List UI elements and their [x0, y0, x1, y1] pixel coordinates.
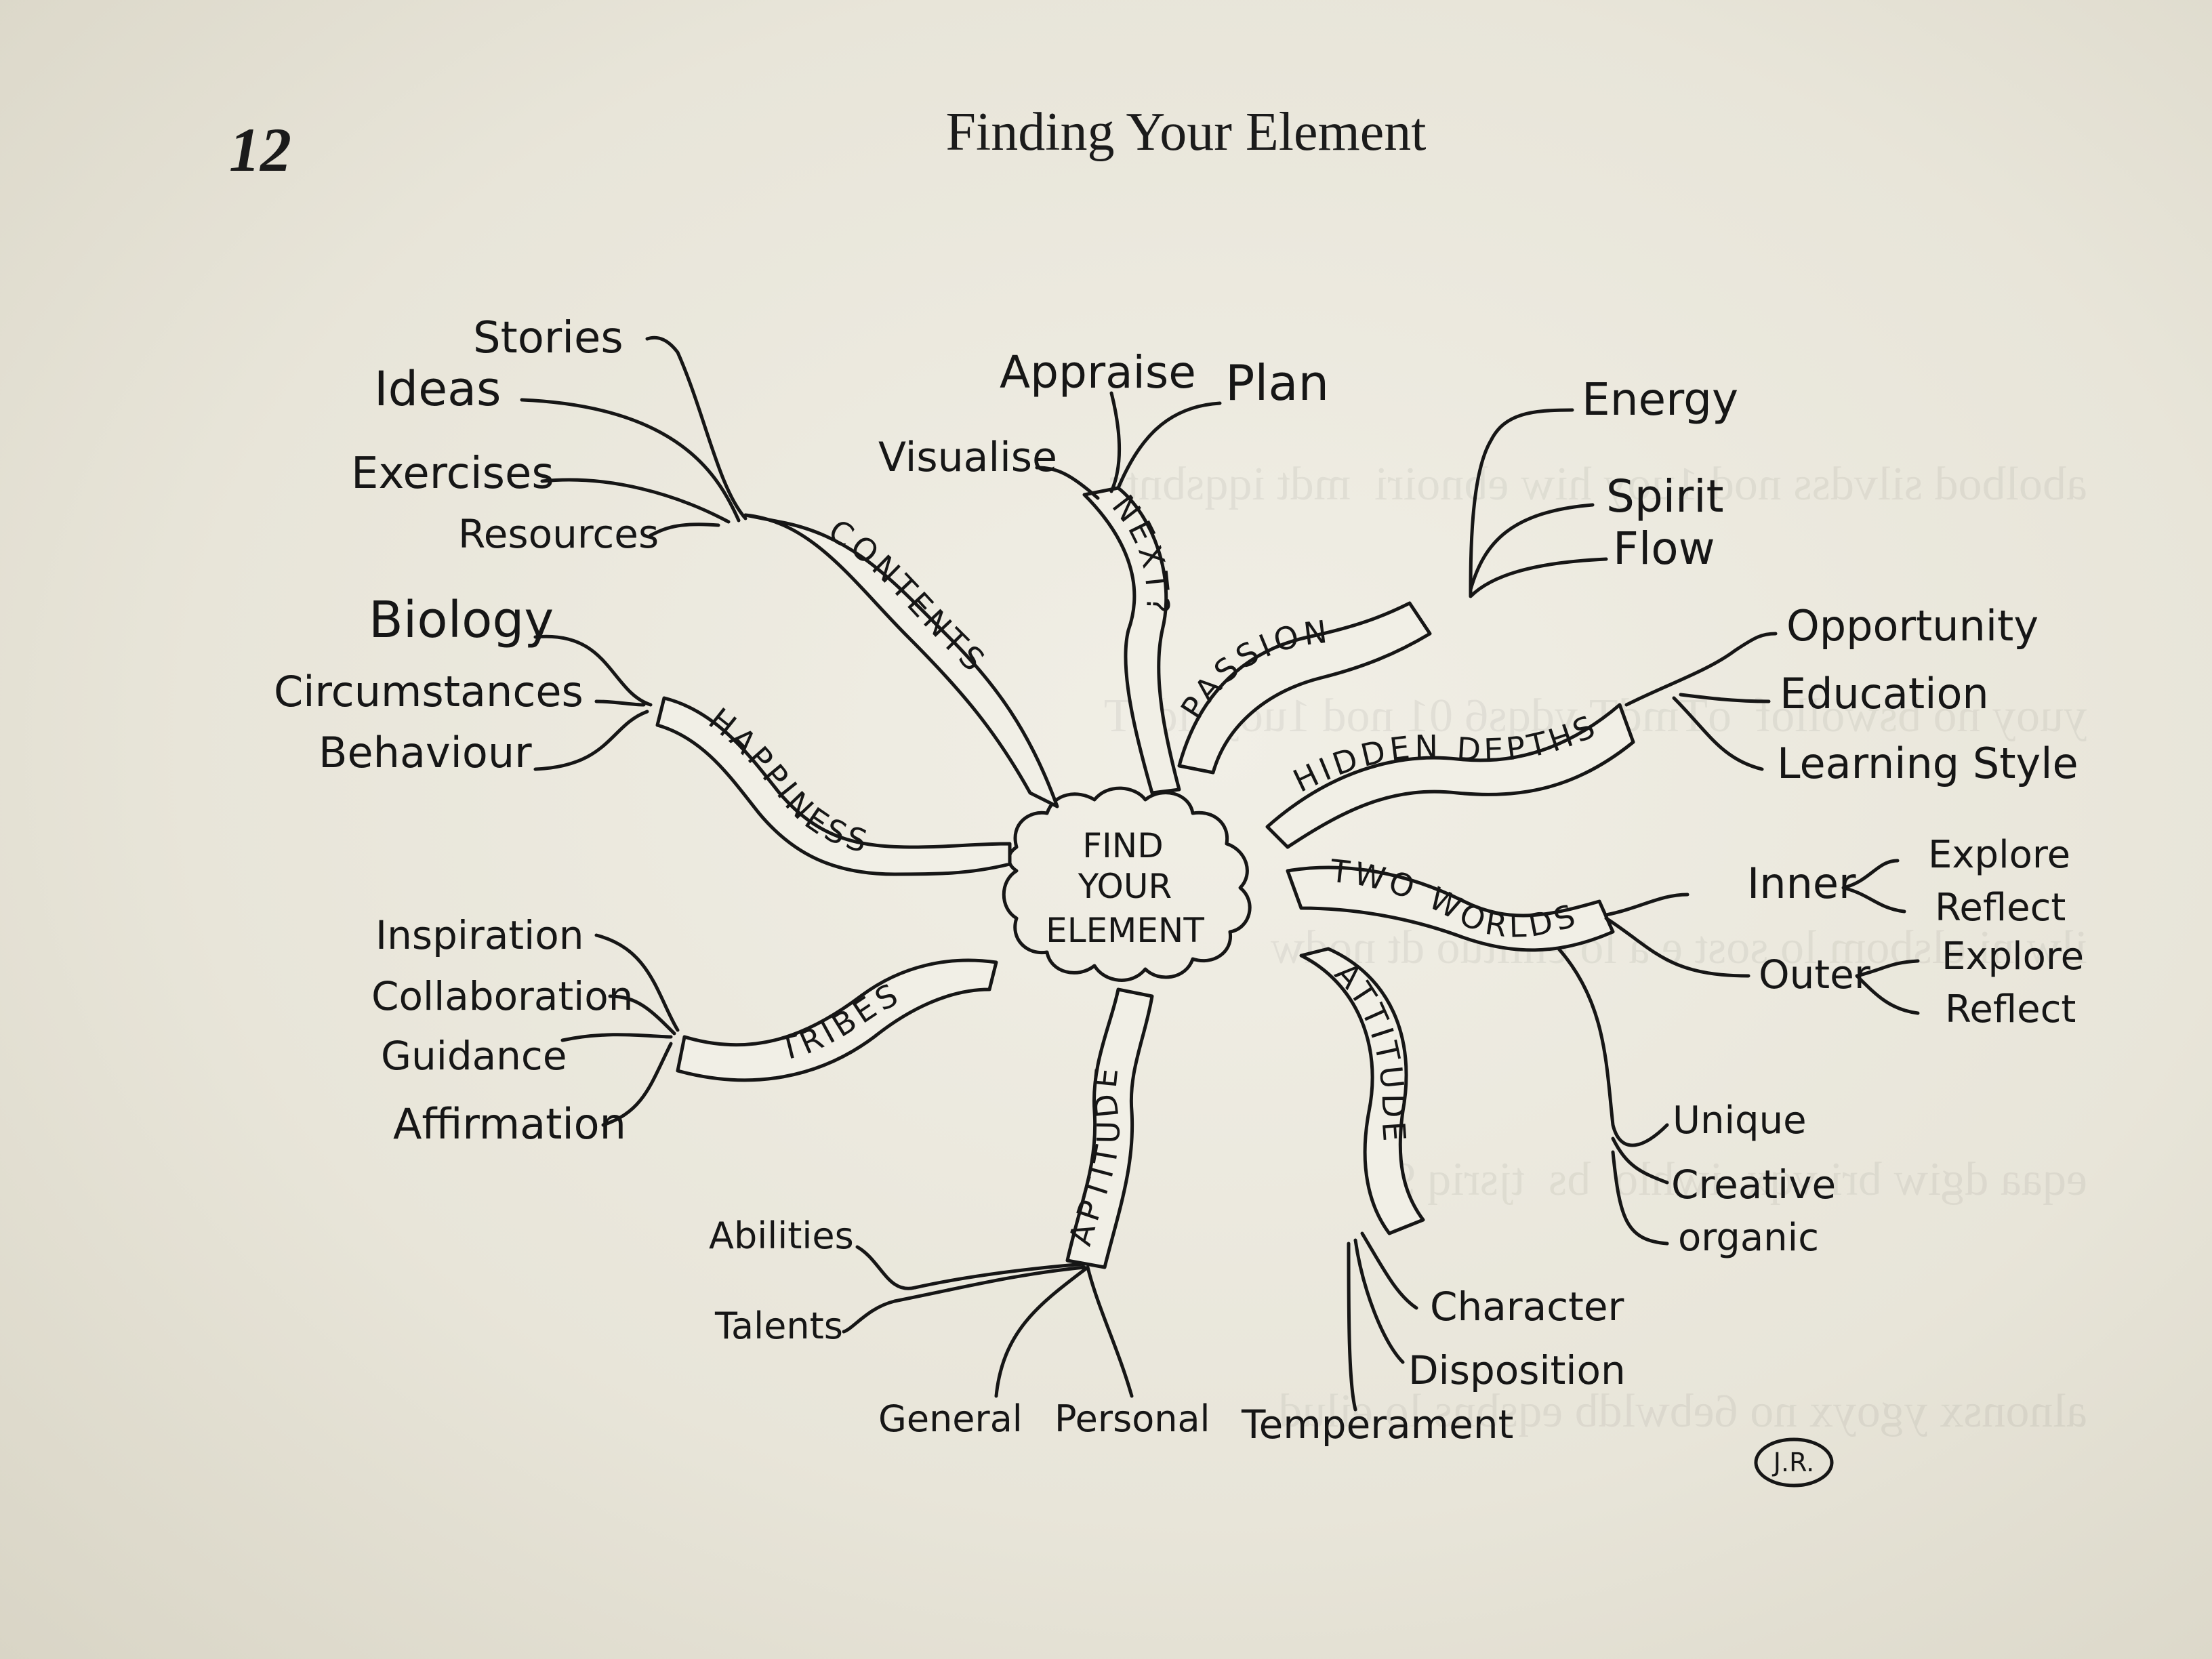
inner-label: Inner	[1747, 859, 1856, 908]
branch-happiness: HAPPINESS Biology Circumstances Behaviou…	[274, 591, 1012, 876]
branch-passion: PASSION Energy Spirit Flow	[1174, 373, 1738, 775]
leaf-guidance: Guidance	[381, 1033, 567, 1079]
branch-two-worlds-ribbon	[1286, 865, 1615, 952]
branch-next: NEXT? Appraise Plan Visualise	[878, 346, 1329, 795]
branch-contents-twigs	[520, 335, 747, 537]
branch-passion-twigs	[1469, 408, 1608, 598]
leaf-inspiration: Inspiration	[375, 912, 584, 958]
signature: J.R.	[1754, 1437, 1834, 1488]
leaf-disposition: Disposition	[1408, 1347, 1626, 1393]
leaf-opportunity: Opportunity	[1786, 601, 2039, 651]
branch-aptitude-ribbon	[1065, 987, 1154, 1269]
leaf-energy: Energy	[1582, 373, 1738, 426]
center-line-1: FIND	[1082, 826, 1163, 865]
leaf-unique: Unique	[1673, 1099, 1807, 1143]
leaf-personal: Personal	[1054, 1397, 1210, 1440]
leaf-resources: Resources	[458, 511, 659, 557]
branch-tribes-ribbon	[676, 958, 998, 1082]
branch-hidden-depths-ribbon	[1265, 703, 1635, 849]
branch-hidden-depths-twigs	[1624, 632, 1778, 771]
leaf-flow: Flow	[1613, 523, 1715, 575]
leaf-stories: Stories	[473, 313, 623, 363]
branch-contents-ribbon	[743, 513, 1059, 808]
branch-tribes-twigs	[560, 933, 680, 1127]
leaf-collaboration: Collaboration	[371, 973, 634, 1019]
leaf-appraise: Appraise	[1000, 346, 1196, 398]
outer-label: Outer	[1759, 951, 1870, 998]
branch-two-worlds-twigs	[1557, 859, 1920, 1246]
branch-attitude: ATTITUDE Character Disposition Temperame…	[1241, 947, 1626, 1448]
leaf-education: Education	[1780, 669, 1989, 718]
branch-happiness-ribbon	[655, 696, 1012, 876]
signature-oval	[1754, 1437, 1834, 1488]
branch-next-twigs	[1035, 391, 1222, 500]
leaf-spirit: Spirit	[1606, 470, 1723, 523]
leaf-ideas: Ideas	[374, 361, 501, 417]
leaf-abilities: Abilities	[709, 1214, 854, 1257]
branch-passion-ribbon	[1177, 601, 1432, 775]
leaf-exercises: Exercises	[351, 449, 554, 499]
leaf-organic: organic	[1678, 1216, 1819, 1260]
leaf-behaviour: Behaviour	[319, 728, 532, 777]
branch-attitude-twigs	[1347, 1231, 1418, 1412]
leaf-temperament: Temperament	[1241, 1401, 1513, 1448]
leaf-circumstances: Circumstances	[274, 667, 583, 716]
leaf-learning-style: Learning Style	[1777, 739, 2078, 788]
center-line-3: ELEMENT	[1046, 911, 1204, 950]
leaf-visualise: Visualise	[878, 434, 1057, 481]
leaf-biology: Biology	[369, 591, 554, 649]
page-number: 12	[229, 115, 291, 184]
outer-reflect: Reflect	[1945, 987, 2076, 1031]
branch-contents-label: CONTENTS	[823, 512, 995, 680]
branch-aptitude-twigs	[842, 1245, 1134, 1398]
inner-reflect: Reflect	[1935, 886, 2066, 930]
running-head: Finding Your Element	[945, 102, 1427, 162]
branch-happiness-twigs	[533, 634, 653, 771]
leaf-affirmation: Affirmation	[393, 1099, 626, 1149]
outer-explore: Explore	[1942, 935, 2084, 979]
branch-next-ribbon	[1082, 486, 1181, 795]
branch-tribes: TRIBES Inspiration Collaboration Guidanc…	[371, 912, 998, 1149]
leaf-talents: Talents	[714, 1305, 843, 1347]
inner-explore: Explore	[1928, 833, 2070, 877]
leaf-creative: Creative	[1671, 1162, 1836, 1208]
leaf-plan: Plan	[1225, 354, 1329, 411]
branch-aptitude: APTITUDE Abilities Talents General Perso…	[709, 987, 1210, 1440]
signature-initials: J.R.	[1772, 1448, 1814, 1477]
cloud-outline	[1002, 786, 1252, 982]
branch-attitude-ribbon	[1299, 947, 1425, 1235]
center-node: FIND YOUR ELEMENT	[1002, 786, 1252, 982]
leaf-general: General	[878, 1397, 1023, 1440]
leaf-character: Character	[1430, 1284, 1624, 1330]
center-line-2: YOUR	[1078, 867, 1172, 906]
branch-next-label: NEXT?	[1105, 488, 1176, 617]
